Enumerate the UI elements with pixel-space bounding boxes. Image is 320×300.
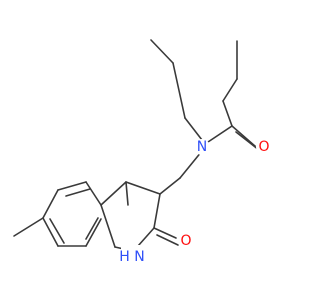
bond — [207, 125, 233, 143]
bond — [42, 217, 59, 247]
bond — [231, 125, 256, 147]
bond — [100, 204, 116, 248]
lactam-nitrogen-label: H N — [119, 249, 144, 265]
bond — [156, 234, 179, 246]
bond — [125, 181, 161, 195]
lactam-oxygen: O — [178, 233, 194, 249]
bond — [100, 181, 127, 206]
bond — [153, 227, 177, 239]
bond — [137, 227, 155, 247]
bond — [42, 189, 59, 219]
bond — [57, 181, 87, 191]
atom-mask — [194, 139, 210, 155]
bond-group — [13, 39, 260, 253]
bond — [85, 181, 102, 206]
bond — [179, 150, 203, 179]
bond — [150, 39, 174, 64]
chemical-structure-diagram: N O O H N — [13, 39, 272, 269]
bond — [65, 188, 91, 197]
amide-oxygen: O — [256, 139, 272, 155]
bond — [13, 217, 44, 237]
lactam-nitrogen-h: H N — [119, 245, 145, 269]
atom-mask — [256, 139, 272, 155]
amide-nitrogen-label: N — [197, 139, 207, 155]
bond — [125, 181, 129, 206]
bond — [159, 177, 181, 195]
bond — [49, 218, 65, 244]
atom-mask — [121, 245, 143, 269]
bond — [235, 131, 260, 151]
bond — [85, 217, 99, 240]
bond — [184, 117, 203, 141]
bond — [222, 100, 233, 127]
atom-label-group: N O O H N — [119, 139, 272, 269]
bond — [85, 218, 102, 247]
amide-oxygen-label: O — [258, 139, 269, 155]
atom-mask — [178, 233, 194, 249]
bond — [172, 62, 186, 119]
bond — [222, 78, 238, 102]
amide-nitrogen: N — [194, 139, 210, 155]
lactam-oxygen-label: O — [180, 233, 191, 249]
bond — [153, 193, 161, 229]
